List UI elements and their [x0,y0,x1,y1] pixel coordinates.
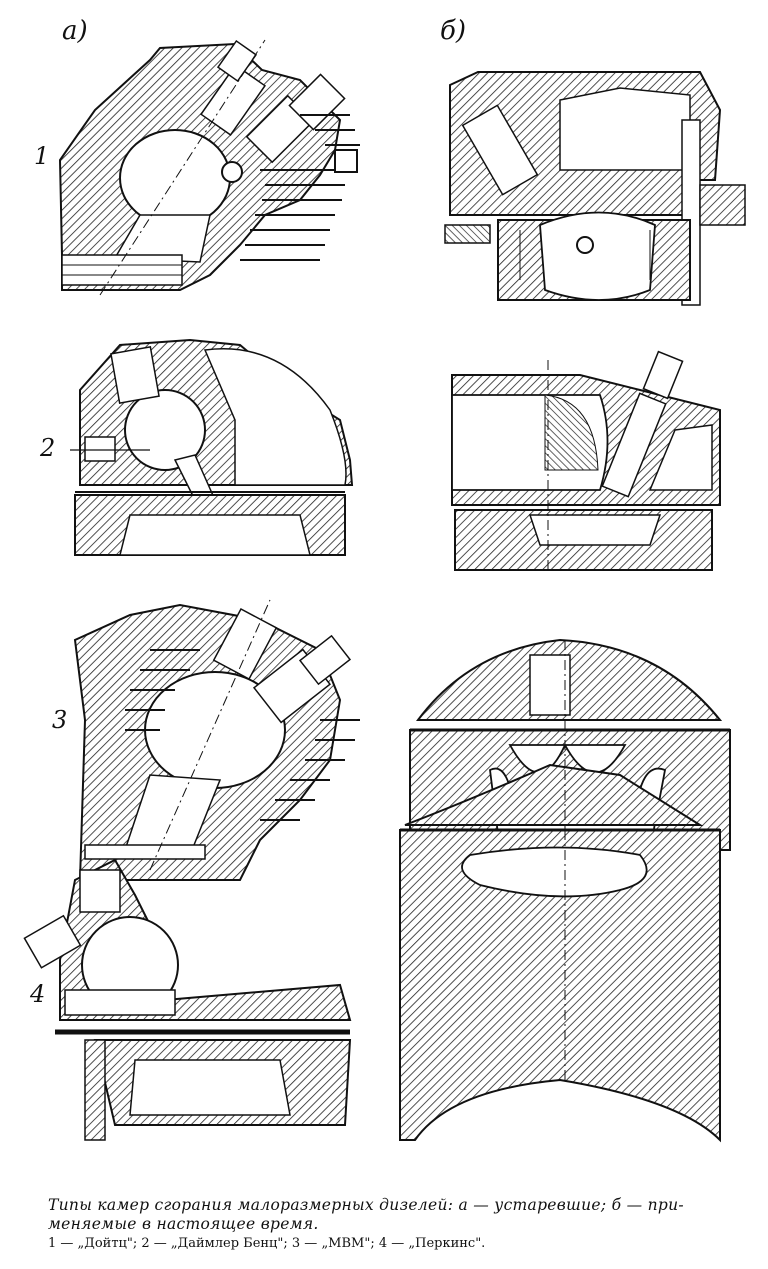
diagram-4a [23,858,352,1141]
column-label-a: а) [62,16,88,46]
figure-legend: 1 — „Дойтц"; 2 — „Даймлер Бенц"; 3 — „МВ… [48,1236,486,1251]
caption-line-2: меняемые в настоящее время. [48,1215,319,1233]
diagram-2a [70,338,354,556]
diagram-1a [58,39,360,296]
diagram-3a [73,599,360,881]
row-label-2: 2 [40,434,56,462]
diagram-1b [444,71,746,306]
row-label-4: 4 [30,980,46,1008]
figure-caption: Типы камер сгорания малоразмерных дизеле… [48,1196,758,1234]
diagram-4b [399,763,721,1143]
row-label-1: 1 [34,142,50,170]
caption-line-1: Типы камер сгорания малоразмерных дизеле… [48,1196,684,1214]
row-label-3: 3 [52,706,68,734]
column-label-b: б) [440,16,467,46]
diagram-2b [451,350,721,571]
